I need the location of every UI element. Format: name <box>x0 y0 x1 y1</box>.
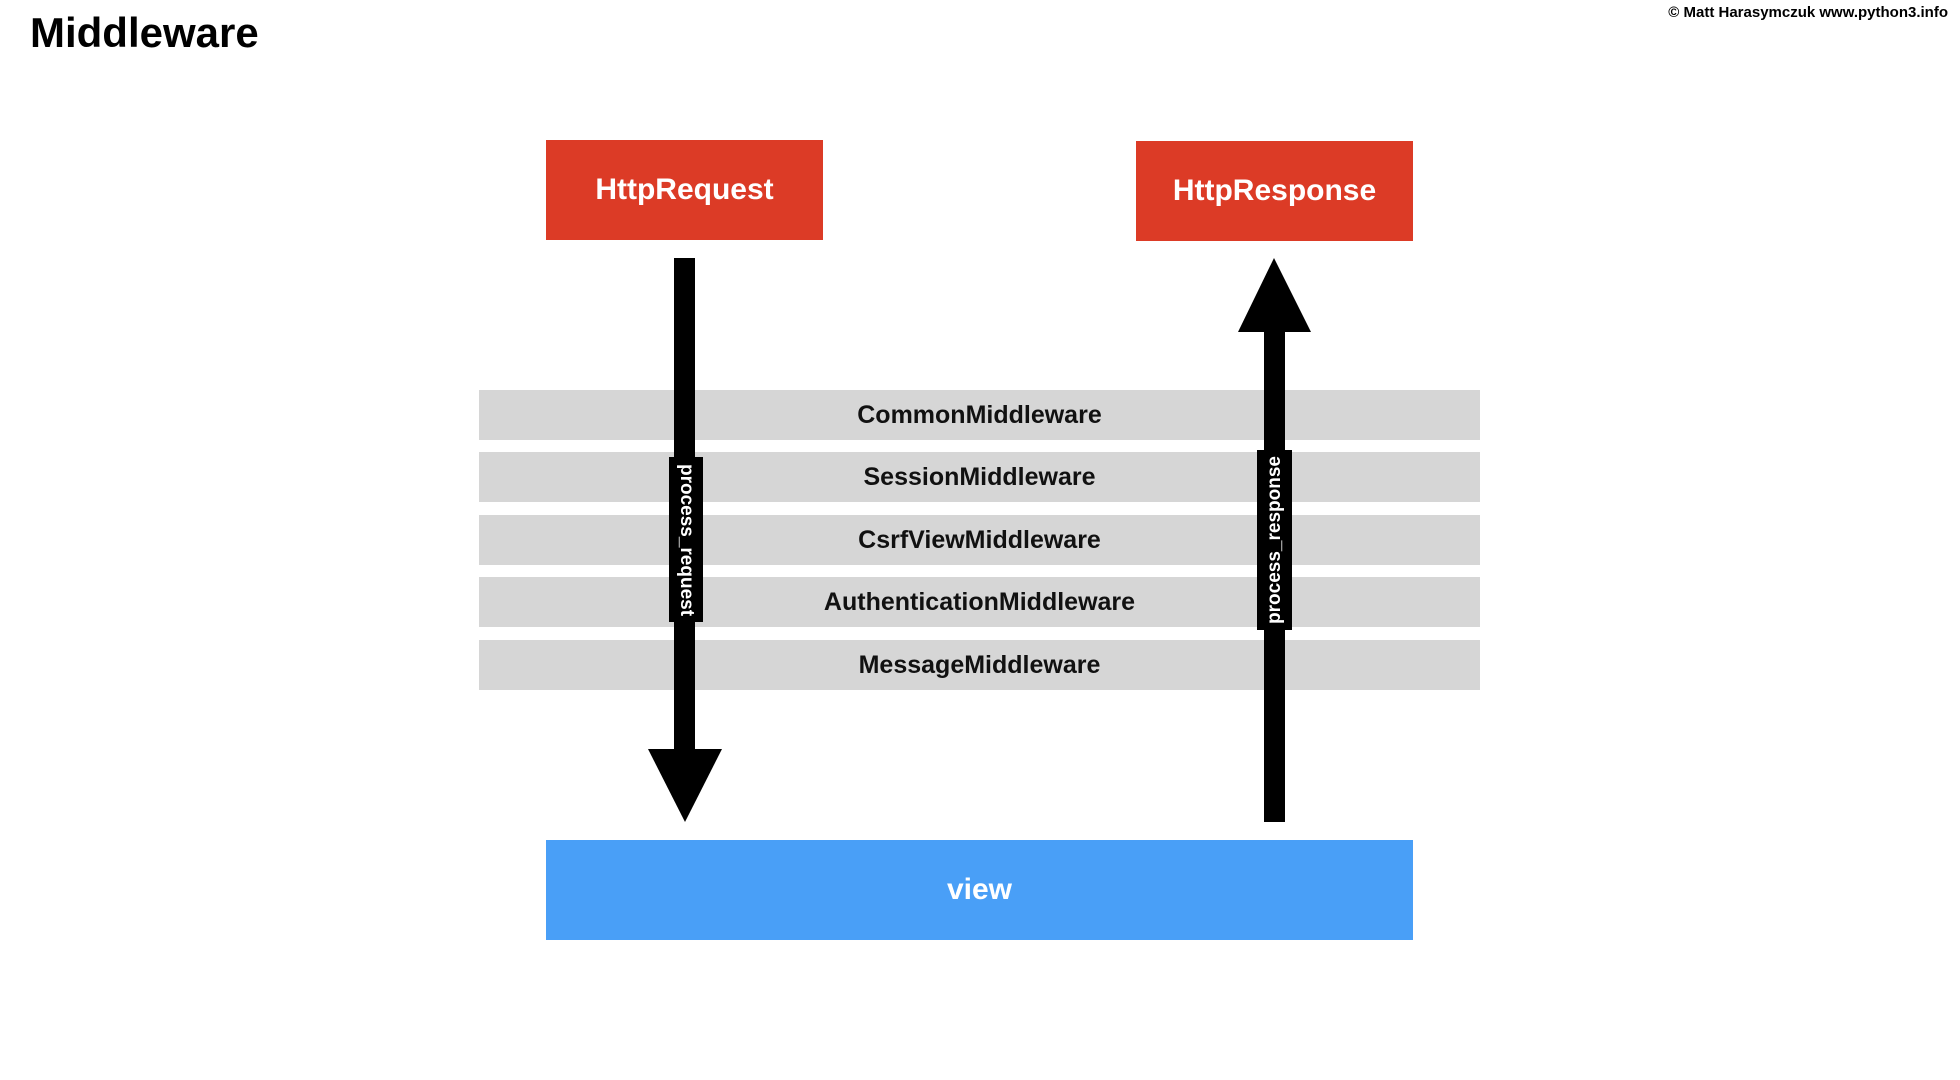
http-request-box: HttpRequest <box>546 140 823 240</box>
view-box: view <box>546 840 1413 940</box>
page-title: Middleware <box>30 9 259 56</box>
process-response-text: process_response <box>1263 456 1285 624</box>
http-response-label: HttpResponse <box>1172 174 1377 207</box>
middleware-layer-label: CsrfViewMiddleware <box>858 525 1101 554</box>
process-request-arrow-head <box>648 749 722 822</box>
middleware-layer-label: SessionMiddleware <box>863 462 1096 491</box>
middleware-layer-label: AuthenticationMiddleware <box>823 587 1136 616</box>
process-response-label: process_response <box>1257 450 1292 630</box>
middleware-layer-csrf: CsrfViewMiddleware <box>479 515 1480 565</box>
middleware-layer-session: SessionMiddleware <box>479 452 1480 502</box>
http-request-label: HttpRequest <box>595 173 774 206</box>
process-request-label: process_request <box>669 457 703 622</box>
middleware-layer-label: CommonMiddleware <box>857 400 1102 429</box>
http-response-box: HttpResponse <box>1136 141 1413 241</box>
middleware-layer-common: CommonMiddleware <box>479 390 1480 440</box>
copyright-credit: © Matt Harasymczuk www.python3.info <box>1668 4 1948 21</box>
process-request-text: process_request <box>676 463 698 616</box>
middleware-layer-authentication: AuthenticationMiddleware <box>479 577 1480 627</box>
middleware-layer-message: MessageMiddleware <box>479 640 1480 690</box>
middleware-layer-label: MessageMiddleware <box>858 650 1101 679</box>
view-label: view <box>946 873 1013 906</box>
process-response-arrow-head <box>1238 258 1311 332</box>
